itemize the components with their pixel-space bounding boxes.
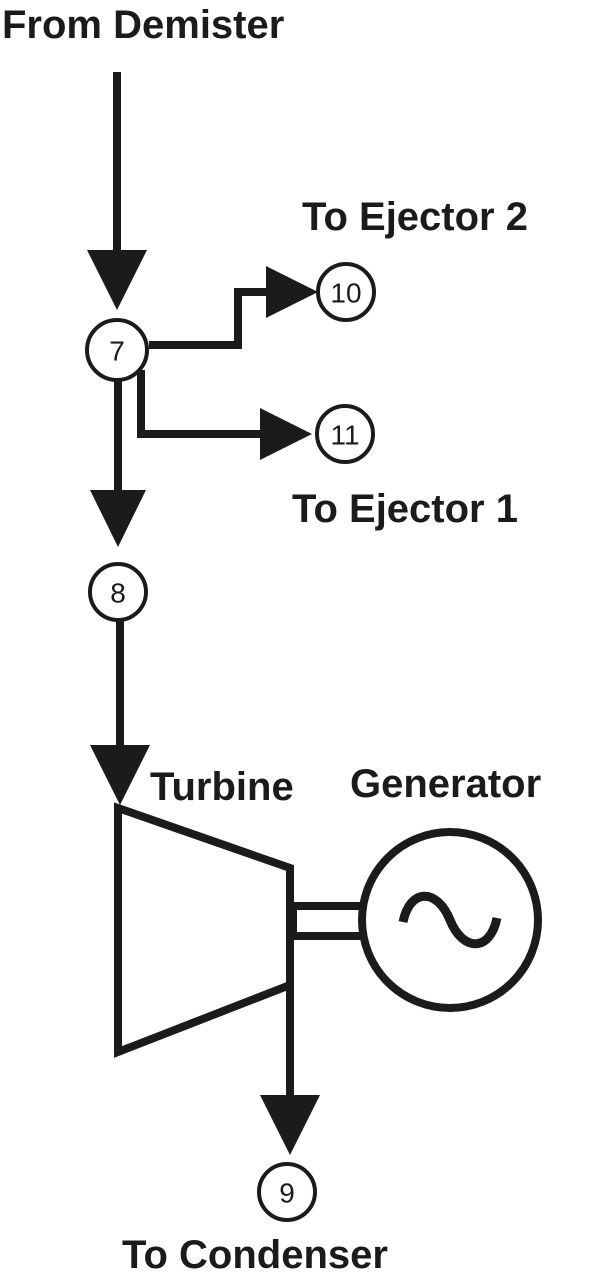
- node-8-label: 8: [110, 578, 126, 609]
- node-7: 7: [85, 318, 149, 382]
- node-10-label: 10: [330, 278, 361, 309]
- label-to-condenser: To Condenser: [122, 1233, 388, 1277]
- arrowhead-ejector-1: [260, 408, 312, 460]
- sine-wave-icon: [398, 891, 502, 949]
- node-7-label: 7: [109, 336, 125, 367]
- branch-line-ejector-2: [149, 288, 275, 349]
- node-9: 9: [257, 1162, 317, 1222]
- label-from-demister: From Demister: [2, 3, 284, 47]
- node-11-label: 11: [330, 420, 359, 451]
- node-9-circle: [257, 1162, 317, 1222]
- node-11: 11: [315, 404, 375, 464]
- node-7-circle: [85, 318, 149, 382]
- branch-line-ejector-1: [137, 370, 268, 438]
- label-to-ejector-1: To Ejector 1: [292, 487, 518, 531]
- node-10: 10: [316, 262, 376, 322]
- node-11-circle: [315, 404, 375, 464]
- turbine-generator-shaft: [289, 902, 367, 940]
- node-8-circle: [88, 562, 148, 622]
- arrowhead-ejector-2: [266, 266, 318, 318]
- label-turbine: Turbine: [150, 765, 294, 809]
- node-8: 8: [88, 562, 148, 622]
- arrowhead-to-8: [90, 490, 146, 547]
- label-to-ejector-2: To Ejector 2: [302, 195, 528, 239]
- inlet-arrowhead: [87, 250, 147, 310]
- label-generator: Generator: [350, 762, 541, 806]
- node-9-label: 9: [279, 1178, 295, 1209]
- arrowhead-to-turbine: [90, 745, 150, 805]
- turbine-icon: [114, 802, 294, 1058]
- node-10-circle: [316, 262, 376, 322]
- arrowhead-to-9: [260, 1095, 320, 1155]
